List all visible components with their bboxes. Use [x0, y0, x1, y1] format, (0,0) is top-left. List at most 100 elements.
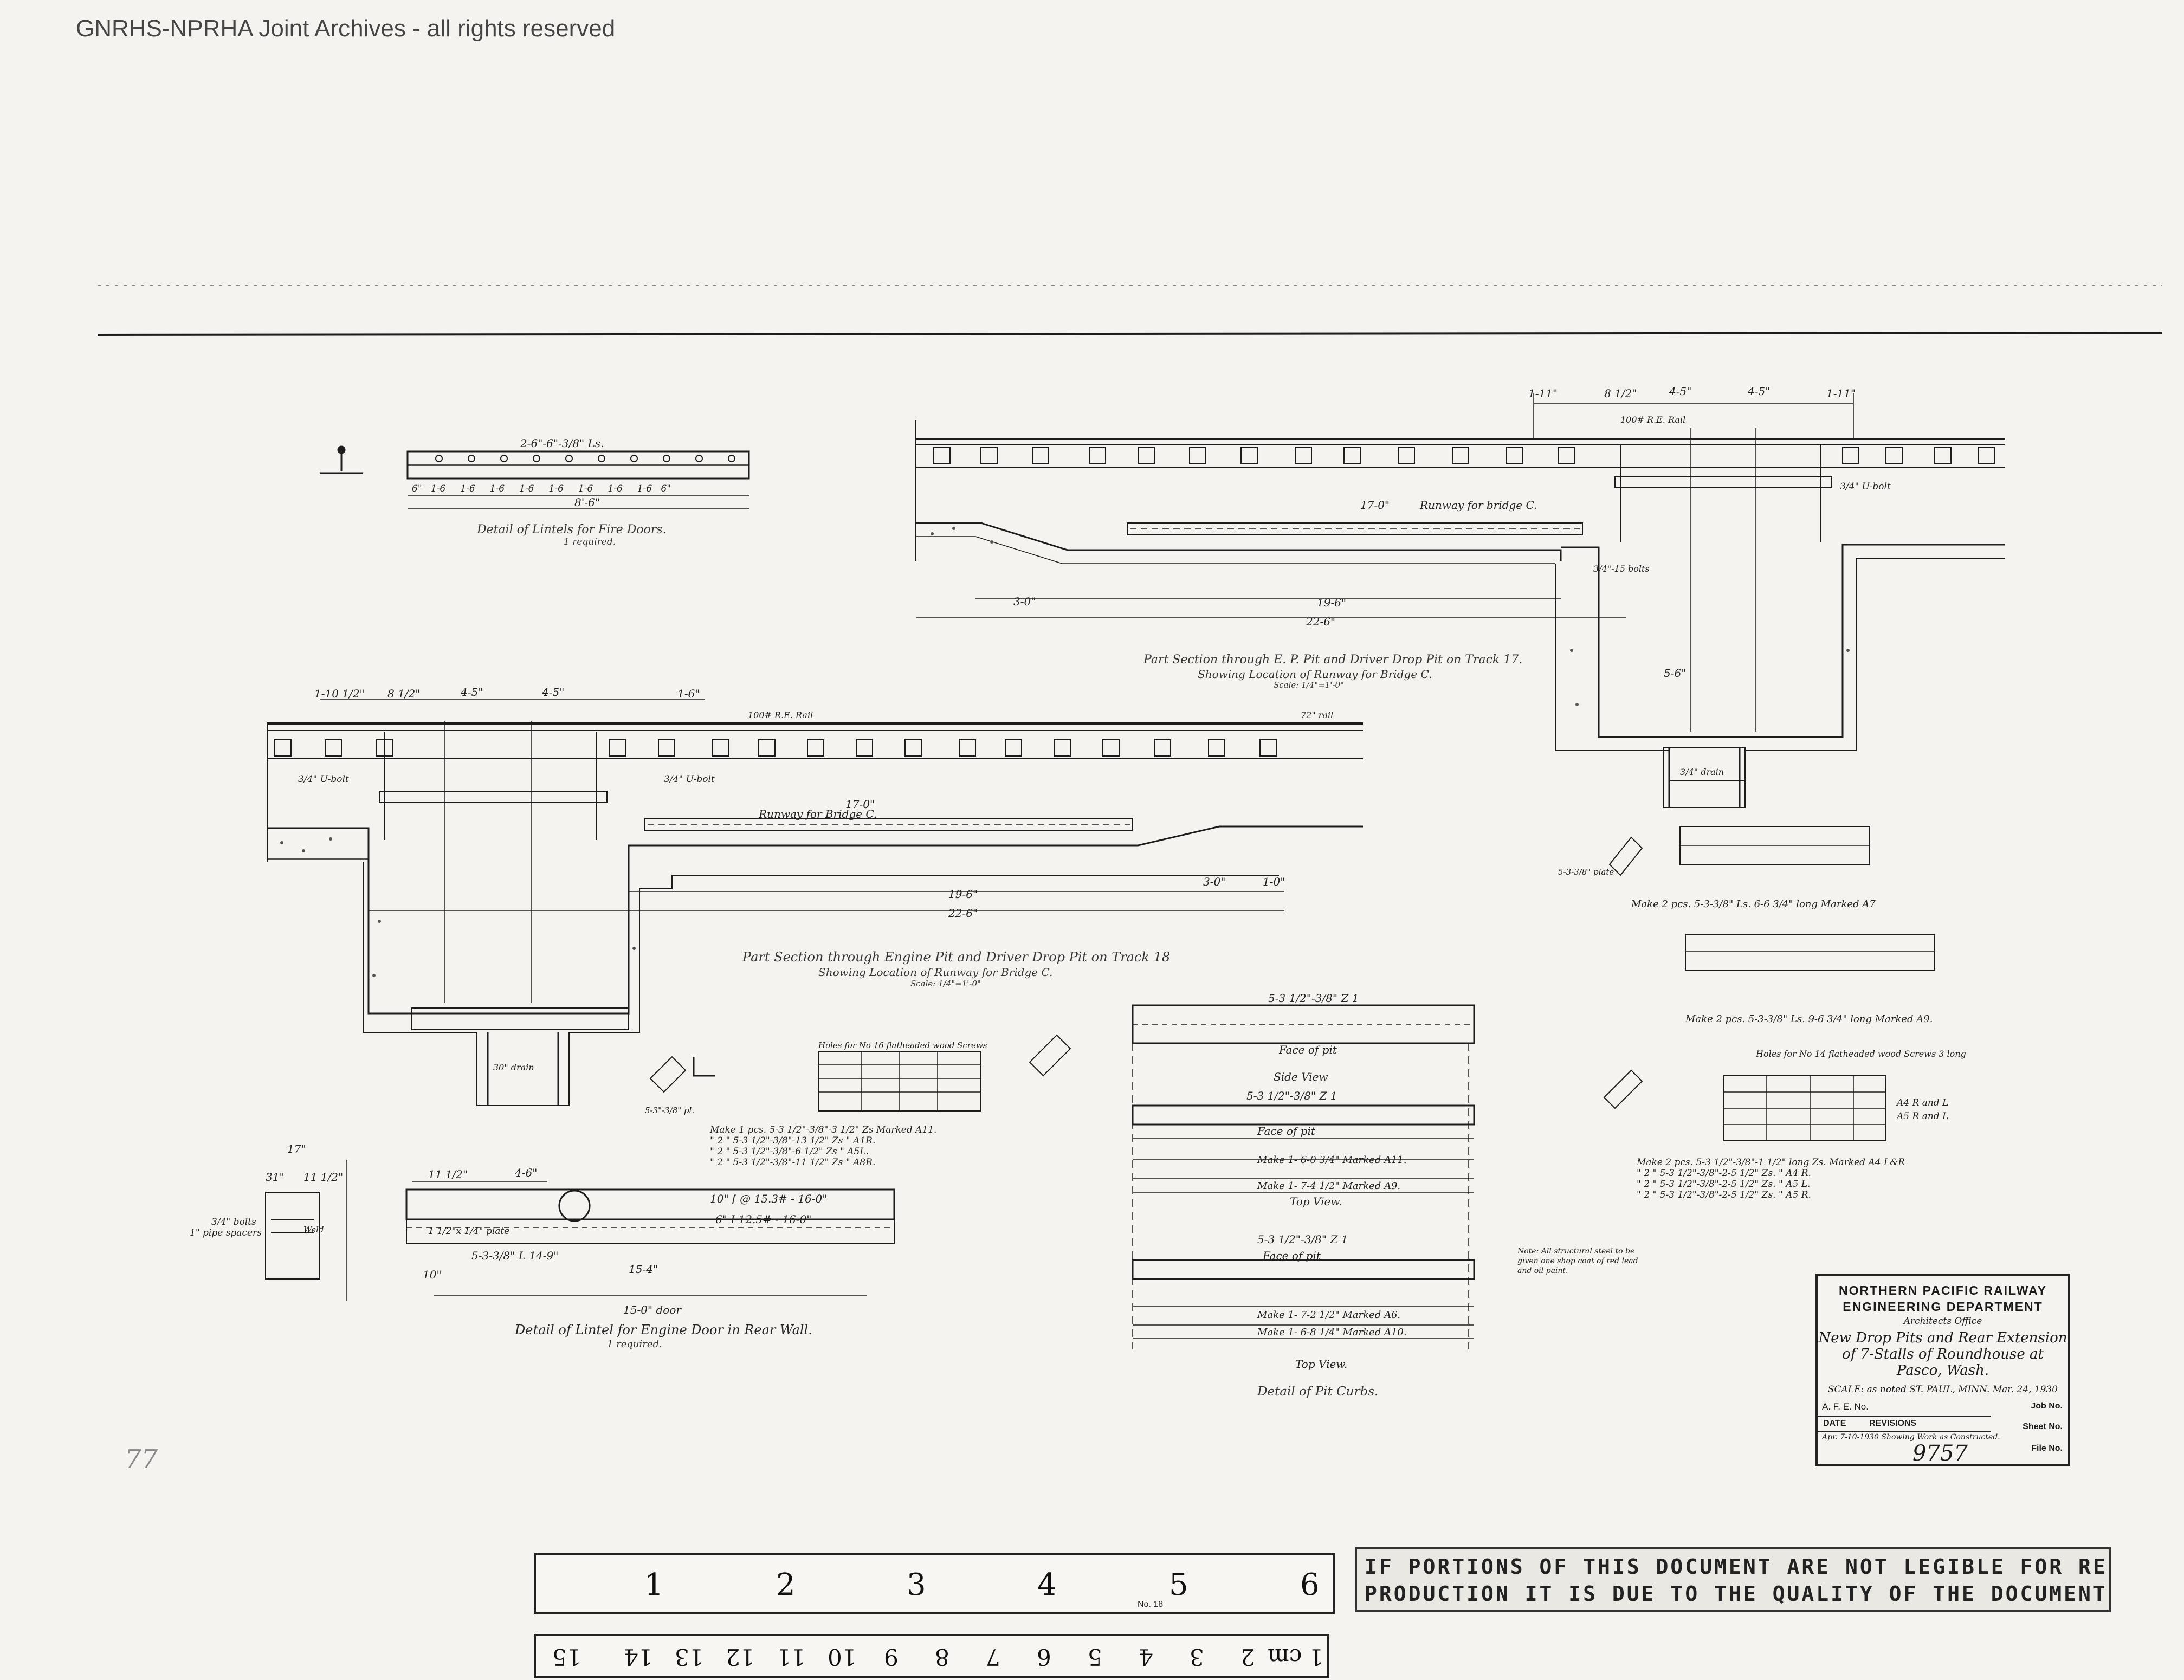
ruler-inch-1: 1 [644, 1567, 664, 1603]
tb-afe: A. F. E. No. [1822, 1401, 1869, 1412]
ruler-inch-6: 6 [1300, 1567, 1320, 1603]
pc-top-label: 5-3 1/2"-3/8" Z 1 [1268, 992, 1359, 1005]
pr-plate: 5-3-3/8" plate [1558, 867, 1614, 877]
s18-sub: Showing Location of Runway for Bridge C. [818, 966, 1053, 979]
tb-rev-1: Apr. 7-10-1930 Showing Work as Construct… [1822, 1433, 2000, 1442]
lr-weld: Weld [303, 1225, 324, 1235]
tb-job: Job No. [2031, 1401, 2063, 1411]
tb-title-3: Pasco, Wash. [1896, 1362, 1989, 1379]
s17-dim-5: 1-11" [1826, 387, 1856, 400]
s18-scale: Scale: 1/4"=1'-0" [910, 979, 981, 988]
ruler-cm-1: 1 cm [1268, 1644, 1324, 1670]
ruler-cm-3: 3 [1190, 1644, 1204, 1670]
tb-file: File No. [2031, 1444, 2063, 1453]
s18-dim-a: 19-6" [948, 888, 978, 901]
ruler-inch-3: 3 [907, 1567, 926, 1603]
pc-z1: 5-3 1/2"-3/8" Z 1 [1246, 1089, 1337, 1102]
pc-m4: Make 1- 6-8 1/4" Marked A10. [1257, 1327, 1407, 1338]
lr-dim-2: 31" [266, 1171, 285, 1184]
pc-top-view2: Top View. [1295, 1358, 1348, 1371]
s17-dim-1: 1-11" [1528, 387, 1558, 400]
s17-bolts: 3/4"-15 bolts [1593, 564, 1650, 574]
lr-dim-1: 17" [287, 1142, 306, 1155]
tb-date-h: DATE [1823, 1419, 1846, 1428]
s17-drain: 3/4" drain [1680, 767, 1724, 777]
margin-scribble: 77 [125, 1444, 158, 1475]
pr-mk-2: A5 R and L [1897, 1111, 1949, 1122]
tb-scale: SCALE: as noted ST. PAUL, MINN. Mar. 24,… [1827, 1384, 2058, 1395]
s17-dim-2: 8 1/2" [1604, 387, 1637, 400]
s17-sub: Showing Location of Runway for Bridge C. [1198, 668, 1432, 681]
lr-plate: 1 1/2"x 1/4" plate [428, 1226, 510, 1237]
ruler-cm-10: 10 [828, 1644, 857, 1670]
s18-dim-4: 4-5" [542, 686, 565, 699]
s18-dim-5: 1-6" [677, 687, 700, 700]
a11-make-list: Make 1 pcs. 5-3 1/2"-3/8"-3 1/2" Zs Mark… [710, 1125, 937, 1168]
tb-title-2: of 7-Stalls of Roundhouse at [1842, 1346, 2044, 1362]
s18-ubolt-right: 3/4" U-bolt [664, 774, 715, 785]
pr-holes: Holes for No 14 flatheaded wood Screws 3… [1756, 1049, 1966, 1059]
ruler-cm-14: 14 [624, 1644, 653, 1670]
s18-rail2: 72" rail [1301, 710, 1334, 720]
s17-dim-c: 22-6" [1306, 615, 1336, 628]
ruler-cm-11: 11 [777, 1644, 806, 1670]
tb-rev-h: REVISIONS [1869, 1419, 1917, 1428]
pc-z2: 5-3 1/2"-3/8" Z 1 [1257, 1233, 1348, 1246]
ruler-inch-4: 4 [1037, 1567, 1057, 1603]
s17-runway: Runway for bridge C. [1420, 499, 1537, 512]
pc-side-view: Side View [1274, 1070, 1328, 1083]
lr-dim10: 10" [423, 1268, 442, 1281]
tb-sheet: Sheet No. [2023, 1422, 2063, 1431]
pr-mk-1: A4 R and L [1897, 1097, 1949, 1108]
s18-dim-3: 4-5" [461, 686, 483, 699]
pc-m1: Make 1- 6-0 3/4" Marked A11. [1257, 1154, 1407, 1166]
steel-note: Note: All structural steel to be given o… [1517, 1247, 1638, 1275]
pc-m3: Make 1- 7-2 1/2" Marked A6. [1257, 1309, 1401, 1321]
pc-caption: Detail of Pit Curbs. [1257, 1385, 1379, 1399]
s18-dim-d: 1-0" [1263, 875, 1285, 888]
ruler-cm-7: 7 [986, 1644, 1000, 1670]
lr-spacers: 1" pipe spacers [190, 1227, 262, 1238]
ruler-cm-15: 15 [552, 1644, 581, 1670]
s17-dim-3: 4-5" [1669, 385, 1692, 398]
s17-depth: 5-6" [1664, 667, 1687, 680]
ruler-cm-8: 8 [935, 1644, 949, 1670]
s18-runway-len: 17-0" [845, 798, 875, 811]
lr-beam1: 10" [ @ 15.3# - 16-0" [710, 1192, 828, 1205]
lr-dim-5: 4-6" [515, 1166, 538, 1179]
stamp-line-2: PRODUCTION IT IS DUE TO THE QUALITY OF T… [1365, 1582, 2111, 1606]
ruler-cm-13: 13 [675, 1644, 704, 1670]
ruler-cm-5: 5 [1088, 1644, 1102, 1670]
lr-caption: Detail of Lintel for Engine Door in Rear… [515, 1322, 812, 1337]
tb-office: Architects Office [1903, 1316, 1982, 1327]
lr-angle: 5-3-3/8" L 14-9" [471, 1249, 559, 1262]
lr-len: 15-4" [629, 1263, 658, 1276]
pc-m2: Make 1- 7-4 1/2" Marked A9. [1257, 1180, 1401, 1192]
lintel-fire-sub: 1 required. [564, 537, 616, 547]
lintel-fire-dims: 6" 1-6 1-6 1-6 1-6 1-6 1-6 1-6 1-6 6" [412, 483, 671, 494]
pr-make-list: Make 2 pcs. 5-3 1/2"-3/8"-1 1/2" long Zs… [1637, 1157, 1905, 1200]
ruler-cm-12: 12 [726, 1644, 755, 1670]
a11-holes: Holes for No 16 flatheaded wood Screws [818, 1041, 987, 1050]
lr-bolts: 3/4" bolts [211, 1217, 256, 1227]
ruler-cm-4: 4 [1139, 1644, 1153, 1670]
lr-dim-4: 11 1/2" [428, 1168, 468, 1181]
tb-revisions-header: DATE REVISIONS [1818, 1416, 1991, 1432]
s17-dim-4: 4-5" [1748, 385, 1771, 398]
s18-dim-1: 1-10 1/2" [314, 687, 365, 700]
s18-caption: Part Section through Engine Pit and Driv… [742, 949, 1171, 965]
stamp-line-1: IF PORTIONS OF THIS DOCUMENT ARE NOT LEG… [1365, 1555, 2111, 1579]
lintel-fire-caption: Detail of Lintels for Fire Doors. [477, 523, 667, 537]
ruler-inches: 1 2 3 4 5 6 No. 18 [534, 1553, 1335, 1614]
ruler-cm-9: 9 [884, 1644, 899, 1670]
s17-dim-a: 3-0" [1013, 595, 1036, 608]
s17-dim-b: 19-6" [1317, 596, 1347, 609]
pc-top-view: Top View. [1290, 1195, 1342, 1208]
ruler-cm: 1 cm 2 3 4 5 6 7 8 9 10 11 12 13 14 15 [534, 1634, 1329, 1678]
ruler-cm-6: 6 [1037, 1644, 1051, 1670]
ruler-inch-5: 5 [1169, 1567, 1188, 1603]
a11-plate: 5-3"-3/8" pl. [645, 1106, 695, 1115]
s17-runway-len: 17-0" [1360, 499, 1390, 512]
ruler-label: No. 18 [1138, 1600, 1164, 1609]
